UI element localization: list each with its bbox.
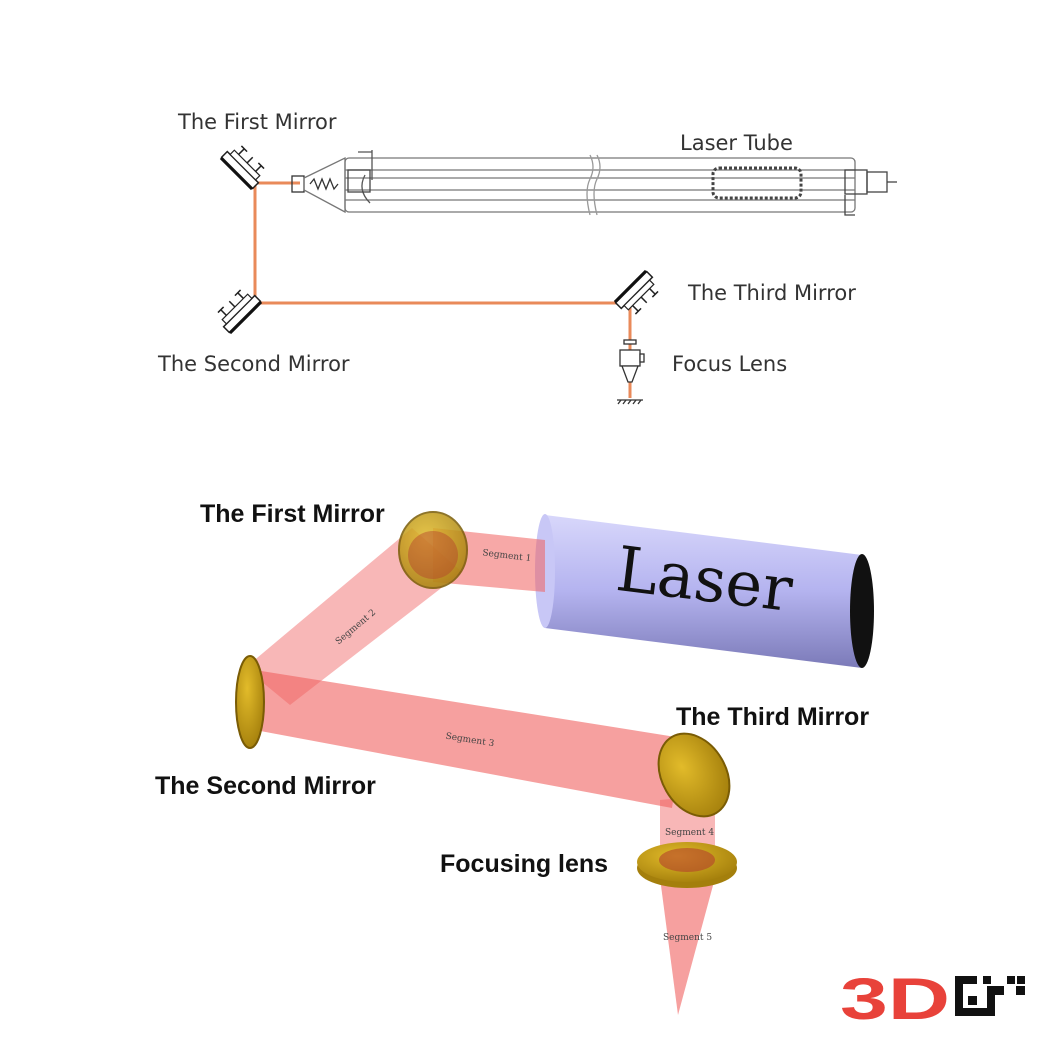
- laser-cylinder: Laser: [535, 514, 874, 668]
- label-first-mirror-3d: The First Mirror: [200, 500, 385, 528]
- segment-4-label: Segment 4: [665, 828, 714, 838]
- label-third-mirror: The Third Mirror: [687, 281, 856, 305]
- logo-text: 3D: [840, 967, 950, 1032]
- label-second-mirror-3d: The Second Mirror: [155, 772, 376, 800]
- first-mirror-3d: [398, 511, 468, 589]
- bottom-3d-diagram: Laser Segment 1 Segment 2 Segment 3 Segm…: [155, 500, 874, 1015]
- label-focusing-lens-3d: Focusing lens: [440, 850, 608, 878]
- focusing-lens-3d: [637, 842, 737, 888]
- focus-lens-symbol: [617, 339, 645, 405]
- label-focus-lens: Focus Lens: [672, 352, 787, 376]
- third-mirror-symbol: [613, 269, 664, 320]
- third-mirror-3d: [657, 732, 731, 818]
- logo-pixel-mark: [955, 976, 1025, 1016]
- label-third-mirror-3d: The Third Mirror: [676, 703, 869, 731]
- label-second-mirror: The Second Mirror: [157, 352, 350, 376]
- top-schematic: The First Mirror Laser Tube The Third Mi…: [157, 110, 897, 405]
- brand-logo: 3D: [840, 967, 1025, 1032]
- beam-segment-3: [255, 670, 682, 808]
- second-mirror-3d: [235, 655, 265, 749]
- beam-segment-5: [660, 878, 715, 1015]
- segment-5-label: Segment 5: [663, 933, 712, 943]
- label-laser-tube: Laser Tube: [680, 131, 793, 155]
- laser-tube-drawing: [291, 150, 897, 216]
- label-first-mirror: The First Mirror: [177, 110, 337, 134]
